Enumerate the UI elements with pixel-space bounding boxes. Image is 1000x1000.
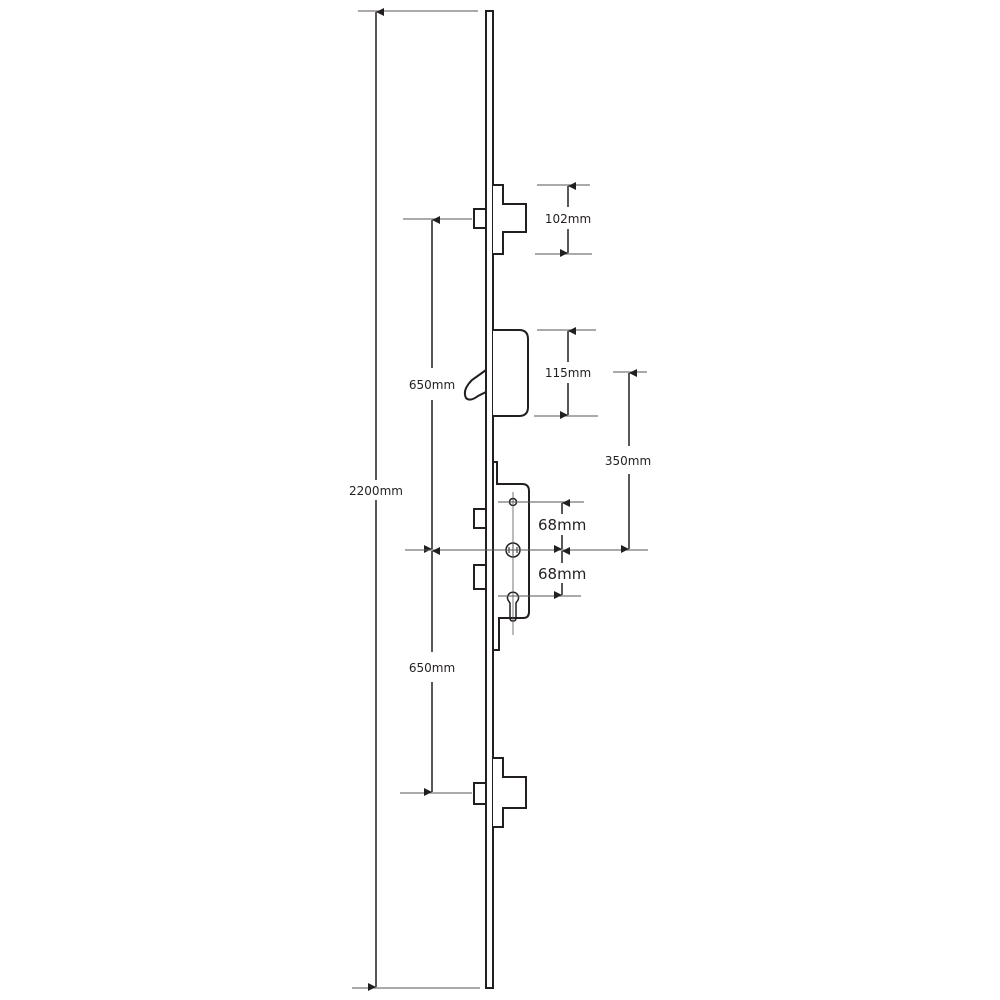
hook-bolt (463, 329, 529, 417)
dim-350: 350mm (605, 369, 651, 553)
label-102: 102mm (545, 212, 591, 226)
top-deadbolt (473, 184, 527, 255)
dim-lower-650: 650mm (400, 547, 472, 796)
faceplate (485, 10, 494, 989)
dim-68-upper: 68mm (498, 499, 586, 553)
dim-overall: 2200mm (349, 7, 480, 991)
label-350: 350mm (605, 454, 651, 468)
dim-102: 102mm (535, 182, 592, 257)
label-68-lower: 68mm (538, 565, 586, 583)
dim-upper-650: 650mm (403, 216, 472, 553)
label-115: 115mm (545, 366, 591, 380)
dim-115: 115mm (534, 327, 598, 419)
label-650-upper: 650mm (409, 378, 455, 392)
label-68-upper: 68mm (538, 516, 586, 534)
gearbox (473, 461, 530, 651)
label-650-lower: 650mm (409, 661, 455, 675)
label-2200: 2200mm (349, 484, 403, 498)
cylinder-hole (506, 591, 520, 622)
lower-deadbolt (473, 757, 527, 828)
dim-68-lower: 68mm (498, 547, 586, 599)
